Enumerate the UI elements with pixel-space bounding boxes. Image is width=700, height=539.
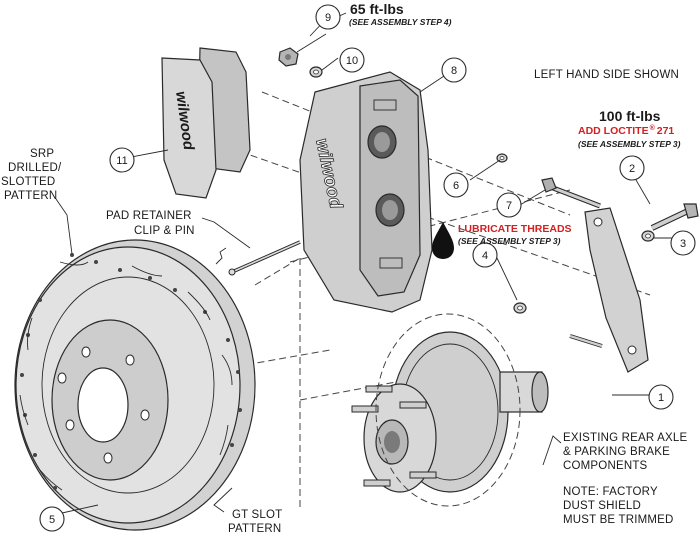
- svg-text:3: 3: [680, 238, 686, 250]
- svg-text:5: 5: [49, 514, 55, 526]
- brake-pads: wilwood: [161, 47, 251, 199]
- svg-text:DUST SHIELD: DUST SHIELD: [563, 500, 641, 512]
- caliper-bolt-9: [278, 47, 299, 67]
- callout-8: 8: [441, 57, 467, 83]
- svg-text:9: 9: [325, 12, 331, 24]
- callout-5: 5: [39, 506, 65, 532]
- rotor-lug-holes: [57, 346, 150, 464]
- svg-text:4: 4: [482, 250, 488, 262]
- washer-4: [513, 302, 527, 314]
- callout-4: 4: [472, 242, 498, 268]
- svg-text:2: 2: [629, 163, 635, 175]
- callout-9: 9: [315, 4, 341, 30]
- callout-10: 10: [339, 47, 365, 73]
- callout-7: 7: [496, 192, 522, 218]
- existing-hub-axle: [351, 313, 549, 507]
- wheel-studs: [351, 385, 437, 487]
- svg-text:8: 8: [451, 65, 457, 77]
- bracket-bolt-2: [650, 203, 699, 231]
- caliper: wilwood: [299, 71, 433, 313]
- svg-text:6: 6: [453, 180, 459, 192]
- svg-text:PAD RETAINER: PAD RETAINER: [106, 210, 192, 222]
- mounting-bracket: [569, 207, 649, 373]
- callout-11: 11: [109, 147, 135, 173]
- pad-retainer-pin: [215, 240, 301, 276]
- torque-bracket-note: (SEE ASSEMBLY STEP 3): [578, 139, 681, 149]
- svg-text:7: 7: [506, 200, 512, 212]
- svg-text:& PARKING BRAKE: & PARKING BRAKE: [563, 446, 670, 458]
- svg-text:MUST BE TRIMMED: MUST BE TRIMMED: [563, 514, 674, 526]
- rotor-drill-holes: [20, 253, 242, 490]
- svg-text:EXISTING REAR AXLE: EXISTING REAR AXLE: [563, 432, 688, 444]
- torque-bracket-value: 100 ft-lbs: [599, 108, 661, 124]
- svg-text:GT SLOT: GT SLOT: [232, 509, 282, 521]
- svg-text:PATTERN: PATTERN: [4, 190, 57, 202]
- loctite-note: ADD LOCTITE®271: [578, 124, 674, 137]
- rear-axle-label: EXISTING REAR AXLE & PARKING BRAKE COMPO…: [563, 432, 688, 472]
- pad-retainer-label: PAD RETAINER CLIP & PIN: [106, 210, 195, 237]
- svg-text:CLIP & PIN: CLIP & PIN: [134, 225, 195, 237]
- callout-6: 6: [443, 172, 469, 198]
- svg-text:PATTERN: PATTERN: [228, 523, 281, 535]
- callout-2: 2: [619, 155, 645, 181]
- washer-3: [641, 230, 655, 242]
- side-shown-note: LEFT HAND SIDE SHOWN: [534, 69, 679, 81]
- svg-text:1: 1: [658, 392, 664, 404]
- svg-text:COMPONENTS: COMPONENTS: [563, 460, 648, 472]
- svg-text:DRILLED/: DRILLED/: [8, 162, 62, 174]
- gt-slot-label: GT SLOT PATTERN: [228, 509, 282, 535]
- svg-text:10: 10: [346, 55, 358, 67]
- svg-text:NOTE: FACTORY: NOTE: FACTORY: [563, 486, 658, 498]
- washer-10: [309, 66, 323, 78]
- rotor: [14, 239, 256, 531]
- oil-drop-icon: [432, 222, 454, 259]
- stud-7: [541, 177, 601, 209]
- lubricate-title: LUBRICATE THREADS: [458, 223, 572, 235]
- torque-caliper-value: 65 ft-lbs: [350, 1, 404, 17]
- rotor-slots: [19, 261, 233, 491]
- torque-caliper-note: (SEE ASSEMBLY STEP 4): [349, 17, 452, 27]
- srp-pattern-label: SRP DRILLED/ SLOTTED PATTERN: [1, 148, 62, 202]
- factory-note-label: NOTE: FACTORY DUST SHIELD MUST BE TRIMME…: [563, 486, 674, 526]
- callout-3: 3: [670, 230, 696, 256]
- callout-1: 1: [648, 384, 674, 410]
- svg-text:SRP: SRP: [30, 148, 54, 160]
- svg-text:11: 11: [116, 155, 127, 167]
- svg-text:SLOTTED: SLOTTED: [1, 176, 55, 188]
- lubricate-note: (SEE ASSEMBLY STEP 3): [458, 236, 561, 246]
